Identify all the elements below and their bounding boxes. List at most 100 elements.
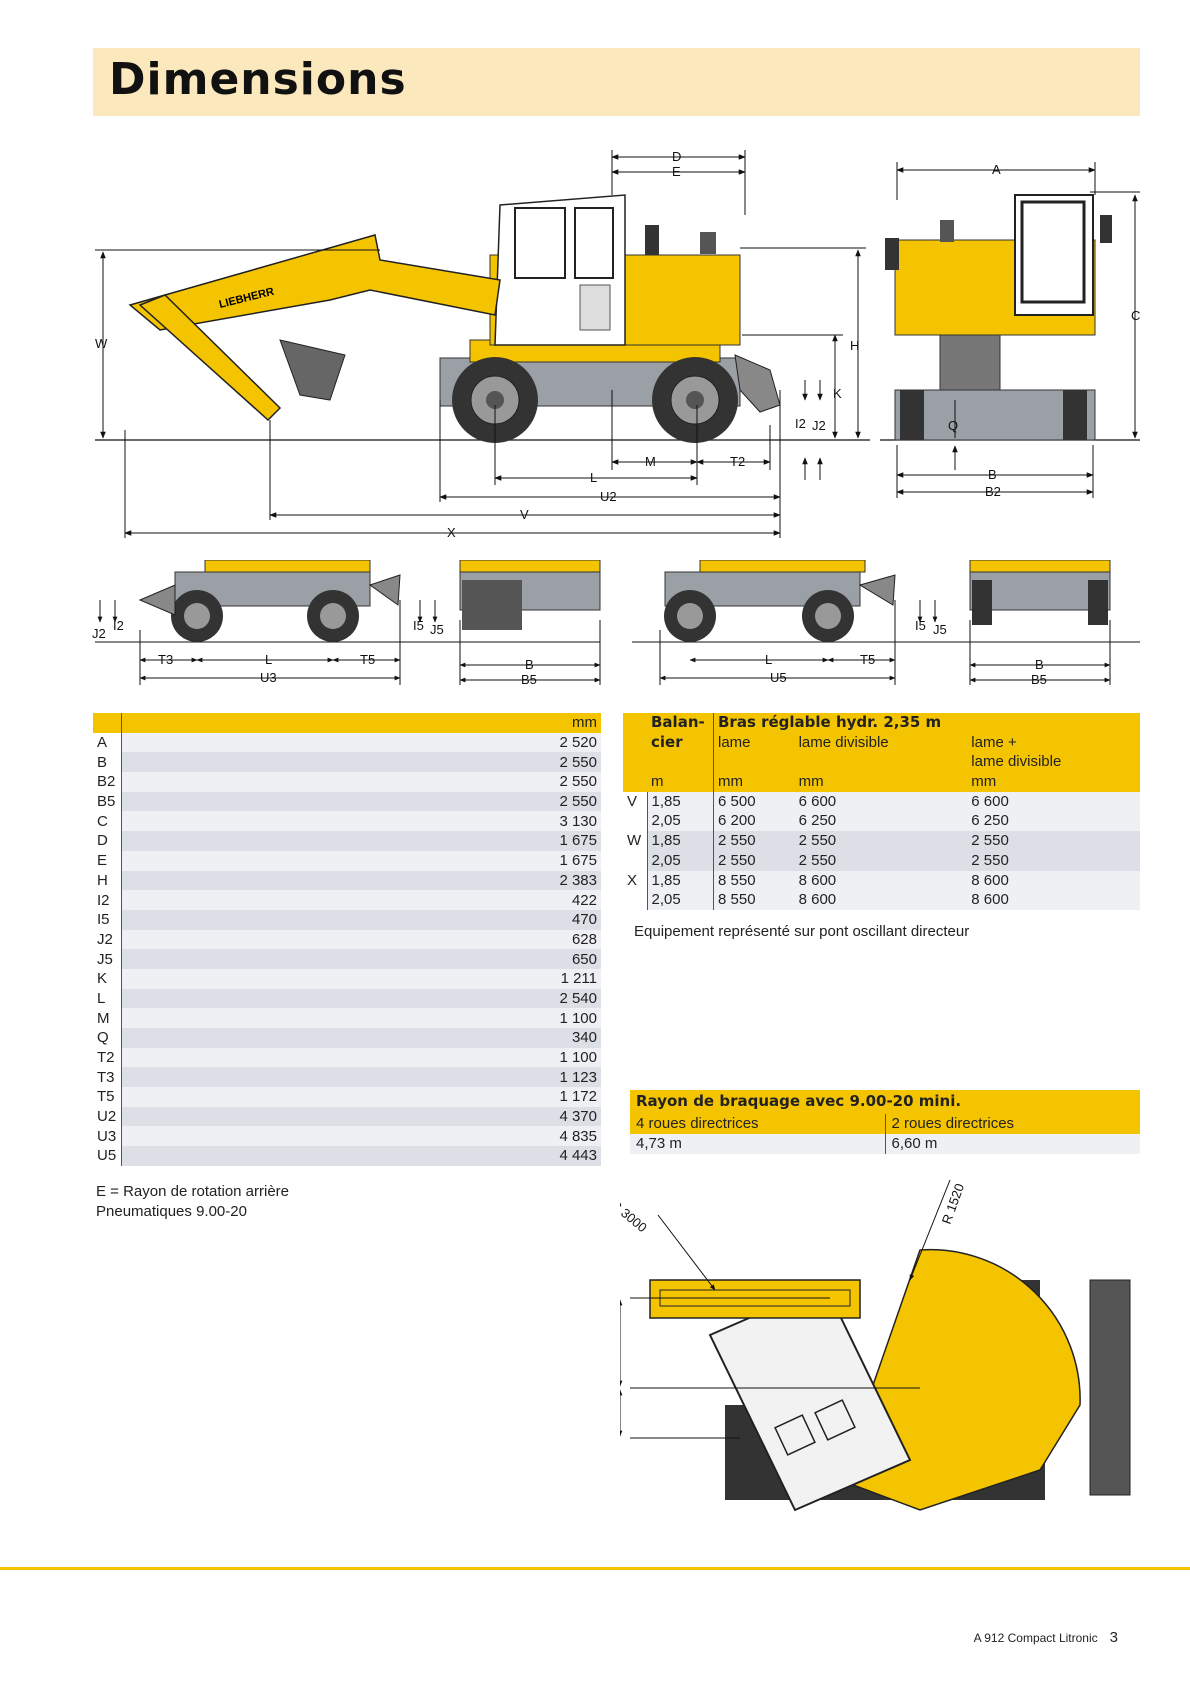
dimension-value: 2 540 [121,988,601,1009]
balancier-table: Balan- Bras réglable hydr. 2,35 m cier l… [623,713,1140,910]
label-A: A [992,162,1001,177]
balancier-cell-c1: 6 500 [712,791,795,812]
label-L-small-right: L [765,652,772,667]
label-K: K [833,386,842,401]
dimension-label: U3 [93,1126,122,1147]
label-M: M [645,454,656,469]
dimension-value: 340 [121,1028,601,1048]
dimension-value: 1 100 [121,1008,601,1028]
dimension-value: 2 520 [121,732,601,753]
secondary-dimension-drawings: J2 I2 T3 L T5 U3 I5 J5 B B5 L T5 U5 I5 J… [92,560,1140,687]
balancier-cell-bal: 2,05 [646,890,714,910]
dimension-label: J5 [93,949,122,969]
dimension-value: 2 550 [121,791,601,812]
dimension-label: L [93,988,122,1009]
label-r1520: R 1520 [939,1182,967,1227]
label-I5-right: I5 [915,618,926,633]
dimension-label: B2 [93,772,122,792]
header-lame-divisible-2: lame divisible [967,752,1140,773]
label-J2: J2 [812,418,826,433]
balancier-cell-key: V [623,791,647,812]
main-dimension-drawing: LIEBHERR [95,149,1140,540]
balancier-cell-c2: 2 550 [794,831,968,851]
note-tyres: Pneumatiques 9.00-20 [96,1203,247,1220]
dimension-label: Q [93,1028,122,1048]
balancier-cell-c2: 6 250 [794,811,968,832]
dimension-label: E [93,850,122,871]
label-r3000: R 3000 [620,1197,650,1235]
footer-rule [0,1567,1190,1570]
balancier-note: Equipement représenté sur pont oscillant… [634,923,970,940]
label-T5-left: T5 [360,652,375,667]
dimension-label: K [93,968,122,989]
turning-radius-box: Rayon de braquage avec 9.00-20 mini. 4 r… [630,1090,1140,1154]
dimension-value: 4 443 [121,1146,601,1166]
balancier-cell-key: W [623,831,647,851]
balancier-cell-bal: 2,05 [646,850,714,871]
title-band: Dimensions [93,48,1140,116]
dimension-label: U2 [93,1106,122,1127]
balancier-cell-key [623,811,647,832]
label-J2-small: J2 [92,626,106,641]
label-I2: I2 [795,416,806,431]
balancier-cell-bal: 1,85 [646,870,714,891]
dimension-value: 4 370 [121,1106,601,1127]
header-lame: lame [712,732,795,753]
dimension-label: B5 [93,791,122,812]
balancier-cell-bal: 1,85 [646,791,714,812]
label-Q: Q [948,418,958,433]
turning-radius-title: Rayon de braquage avec 9.00-20 mini. [630,1090,1140,1114]
dimension-label: D [93,831,122,851]
balancier-cell-key [623,890,647,910]
balancier-cell-bal: 1,85 [646,831,714,851]
dimension-label: C [93,811,122,832]
balancier-cell-c1: 2 550 [712,831,795,851]
dimension-value: 2 383 [121,870,601,891]
turning-radius-diagram: R 3000 R 1520 1140 655 [620,1179,1131,1512]
dimension-label: T3 [93,1067,122,1088]
label-I5-left: I5 [413,618,424,633]
dimension-value: 422 [121,890,601,910]
balancier-cell-c1: 2 550 [712,850,795,871]
balancier-cell-c3: 2 550 [967,831,1140,851]
label-B5-right: B5 [1031,672,1047,687]
dimension-label: J2 [93,929,122,950]
balancier-cell-c2: 8 600 [794,870,968,891]
balancier-cell-key: X [623,870,647,891]
value-2-wheel: 6,60 m [884,1134,1141,1154]
dimension-label: I5 [93,909,122,930]
dimensions-notes: E = Rayon de rotation arrière Pneumatiqu… [96,1182,289,1222]
label-U5: U5 [770,670,787,685]
label-C: C [1131,308,1140,323]
unit-mm-1: mm [712,772,795,792]
dimension-value: 1 211 [121,968,601,989]
dimension-label: H [93,870,122,891]
dimension-label: M [93,1008,122,1028]
balancier-col-title-2: cier [647,732,714,753]
dimension-label: I2 [93,890,122,910]
label-B5-left: B5 [521,672,537,687]
label-X: X [447,525,456,540]
label-B2: B2 [985,484,1001,499]
label-B: B [988,467,997,482]
dimension-value: 1 123 [121,1067,601,1088]
label-W: W [95,336,108,351]
dimension-value: 650 [121,949,601,969]
dimension-value: 2 550 [121,772,601,792]
balancier-cell-c1: 8 550 [712,870,795,891]
